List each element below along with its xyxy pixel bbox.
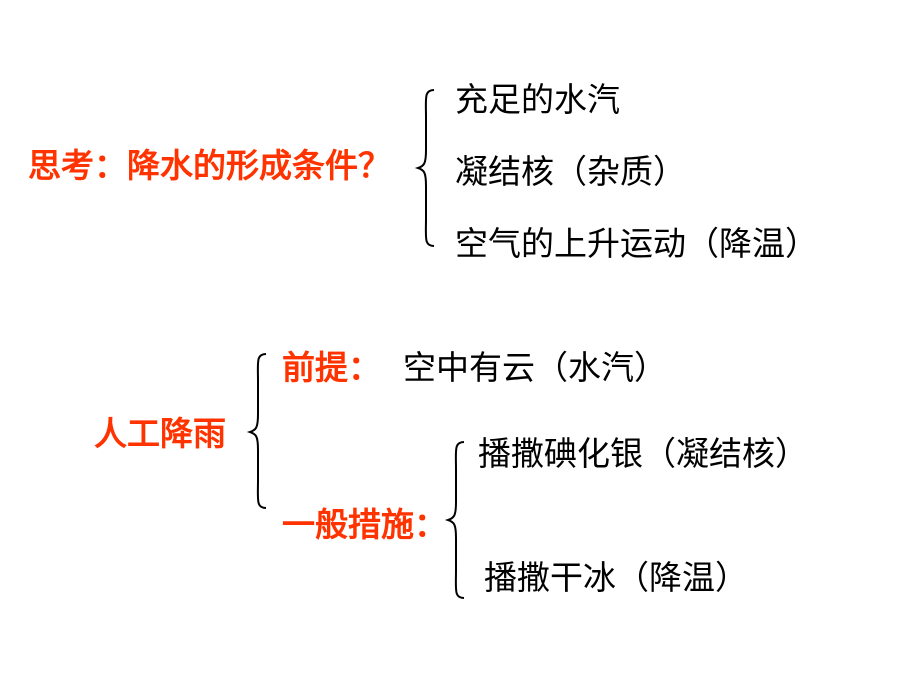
condition-item: 充足的水汽 [455, 80, 620, 119]
measures-label: 一般措施： [282, 505, 447, 544]
topic-heading: 人工降雨 [94, 414, 226, 453]
premise-label: 前提： [282, 348, 381, 387]
condition-item: 空气的上升运动（降温） [455, 224, 818, 263]
measure-item: 播撒碘化银（凝结核） [478, 434, 808, 473]
left-brace-icon [444, 441, 465, 599]
premise-value: 空中有云（水汽） [403, 348, 667, 387]
question-heading: 思考：降水的形成条件？ [28, 146, 391, 185]
left-brace-icon [414, 89, 435, 247]
left-brace-icon [246, 353, 267, 509]
condition-item: 凝结核（杂质） [455, 152, 686, 191]
measure-item: 播撒干冰（降温） [484, 558, 748, 597]
